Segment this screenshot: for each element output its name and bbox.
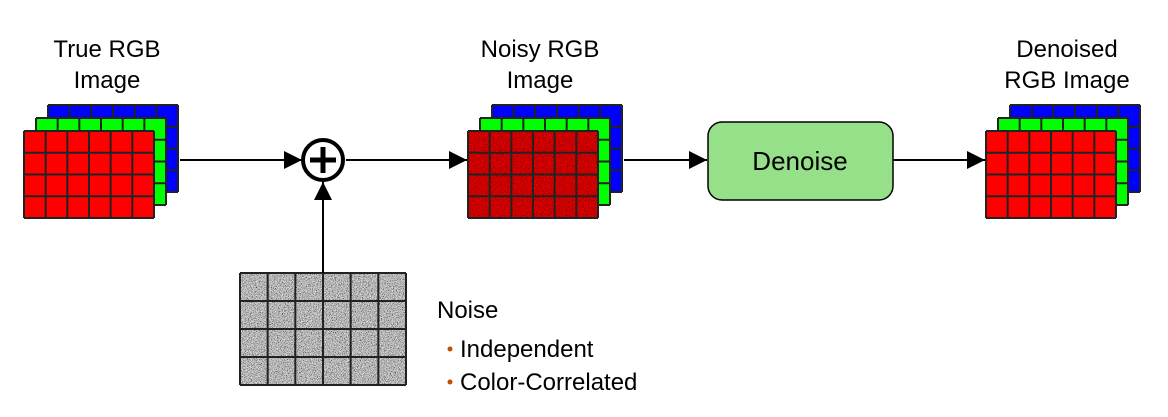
noise-image-grid: [239, 272, 407, 386]
noisy-rgb-image-stack: [467, 104, 623, 219]
red-channel: [985, 130, 1117, 219]
title-line: Denoised: [1016, 36, 1117, 63]
noise-legend: Noise Independent Color-Correlated: [437, 297, 637, 396]
sum-operator-icon: [301, 138, 345, 182]
true-rgb-image-stack: [23, 104, 179, 219]
noise-type-item: Color-Correlated: [460, 369, 637, 396]
noise-label: Noise: [437, 297, 498, 324]
denoised-rgb-image-stack: [985, 104, 1141, 219]
denoise-block: Denoise: [707, 121, 894, 201]
red-channel: [23, 130, 155, 219]
bullet-icon: [447, 379, 453, 385]
title-line: RGB Image: [1004, 67, 1129, 94]
title-line: Image: [507, 67, 574, 94]
title-noisy-rgb: Noisy RGB Image: [481, 36, 600, 94]
red-channel: [467, 130, 599, 219]
noise-type-item: Independent: [460, 336, 594, 363]
title-true-rgb: True RGB Image: [53, 36, 160, 94]
title-line: Noisy RGB: [481, 36, 600, 63]
title-denoised-rgb: Denoised RGB Image: [1004, 36, 1129, 94]
title-line: Image: [74, 67, 141, 94]
title-line: True RGB: [53, 36, 160, 63]
bullet-icon: [447, 346, 453, 352]
denoise-label: Denoise: [752, 146, 847, 176]
